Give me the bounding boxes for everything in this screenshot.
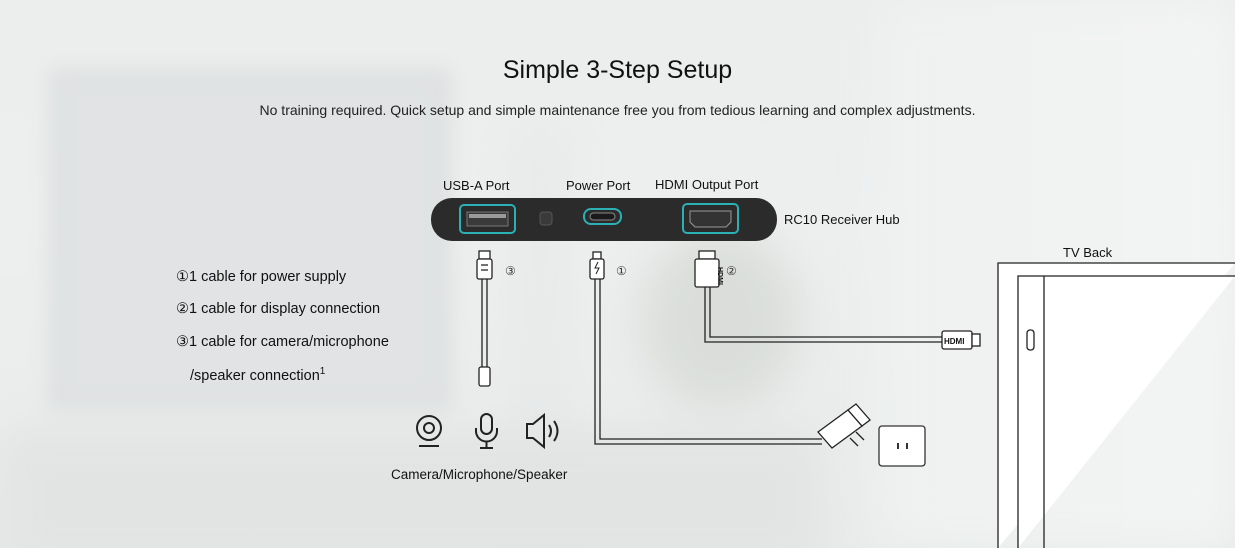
background-plant <box>640 230 800 410</box>
legend-text: 1 cable for camera/microphone <box>189 334 389 350</box>
power-adapter <box>817 403 871 449</box>
hdmi-cable-number: ② <box>726 264 737 278</box>
tv-back-label: TV Back <box>1063 245 1113 260</box>
background-table <box>0 430 820 548</box>
legend-marker: ① <box>176 269 189 285</box>
hdmi-plug-text-horizontal: HDMI <box>944 337 964 346</box>
legend-item-peripherals: ③1 cable for camera/microphone <box>176 334 389 350</box>
hdmi-output-port-label: HDMI Output Port <box>655 177 759 192</box>
power-port <box>583 208 622 225</box>
legend-item-display: ②1 cable for display connection <box>176 301 380 317</box>
power-outlet-icon <box>878 425 926 467</box>
camera-icon <box>416 415 442 447</box>
usb-a-port <box>459 204 516 234</box>
usb-cable-number: ③ <box>505 264 516 278</box>
legend-text: 1 cable for display connection <box>189 301 381 317</box>
legend-item-peripherals-cont: /speaker connection1 <box>190 366 325 384</box>
tv-back-outline <box>997 262 1235 548</box>
indicator-light <box>539 211 553 226</box>
page-title: Simple 3-Step Setup <box>502 56 733 84</box>
usb-a-port-label: USB-A Port <box>443 178 510 193</box>
power-port-label: Power Port <box>566 178 631 193</box>
hdmi-cable <box>694 250 981 350</box>
legend-text: /speaker connection <box>190 367 320 384</box>
power-cable-number: ① <box>616 264 627 278</box>
peripherals-label: Camera/Microphone/Speaker <box>391 467 568 482</box>
usb-cable <box>476 250 493 387</box>
page-subtitle: No training required. Quick setup and si… <box>259 102 976 118</box>
receiver-hub-label: RC10 Receiver Hub <box>784 212 900 227</box>
microphone-icon <box>475 413 498 449</box>
speaker-icon <box>526 412 559 450</box>
legend-item-power: ①1 cable for power supply <box>176 269 346 285</box>
background-display <box>50 70 450 410</box>
legend-marker: ③ <box>176 334 189 350</box>
power-cable <box>589 251 822 445</box>
hdmi-port <box>682 203 739 234</box>
legend-text: 1 cable for power supply <box>189 269 347 285</box>
hdmi-plug-text-vertical: HDMI <box>716 267 723 285</box>
footnote-marker: 1 <box>319 366 326 377</box>
legend-marker: ② <box>176 301 189 317</box>
